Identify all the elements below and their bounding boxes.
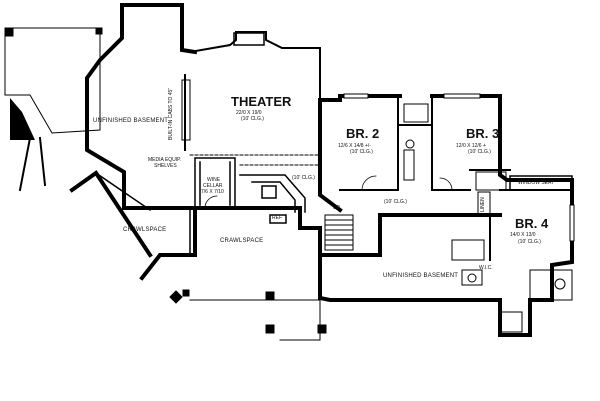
theater-ceiling: (10' CLG.) <box>241 116 264 122</box>
wine-cellar-walls <box>194 157 236 209</box>
bar-ceiling-label: (10' CLG.) <box>292 175 315 181</box>
unfinished-basement-left-label: UNFINISHED BASEMENT <box>93 118 169 124</box>
br3-label: BR. 3 <box>466 126 500 141</box>
theater-size: 22/0 X 19/0 <box>236 110 262 116</box>
br4-label: BR. 4 <box>515 216 549 231</box>
crawlspace-left-label: CRAWLSPACE <box>123 227 167 233</box>
wine-cellar-line1: WINE <box>207 177 221 183</box>
unfinished-basement-right-label: UNFINISHED BASEMENT <box>383 273 459 279</box>
wine-cellar-line2: CELLAR <box>203 183 223 189</box>
stair-box-bottom <box>499 311 523 333</box>
media-equip-line2: SHELVES <box>154 163 177 169</box>
br2-size: 12/6 X 14/8 +/- <box>338 143 371 149</box>
dark-wedge <box>10 98 35 140</box>
br3-size: 12/0 X 12/6 + <box>456 143 486 149</box>
door-swings <box>204 175 453 209</box>
bar-counter <box>239 164 321 224</box>
br2-label: BR. 2 <box>346 126 380 141</box>
lower-patio <box>169 289 327 341</box>
ref-label: REF <box>272 215 282 221</box>
built-in-cabs-label: BUILT-IN CABS TO 45" <box>168 87 174 140</box>
wic-label: W.I.C. <box>479 265 493 271</box>
linen-label: LINEN <box>480 197 486 212</box>
window-seat-label: WINDOW SEAT <box>518 180 555 186</box>
crawlspace-right-label: CRAWLSPACE <box>220 238 264 244</box>
theater-label: THEATER <box>231 94 292 109</box>
br4-ceiling: (10' CLG.) <box>518 239 541 245</box>
bedroom-walls <box>339 95 511 191</box>
stair-up-label: UP <box>333 205 340 211</box>
theater-walls <box>181 31 321 156</box>
window-seat <box>509 175 573 191</box>
windows <box>343 93 575 242</box>
br4-size: 14/0 X 13/0 <box>510 232 536 238</box>
wine-cellar-size: 7/6 X 7/10 <box>201 189 224 195</box>
br2-ceiling: (10' CLG.) <box>350 149 373 155</box>
stair <box>324 214 354 251</box>
garage-outline <box>4 27 103 134</box>
media-equip-line1: MEDIA EQUIP. <box>148 157 182 163</box>
hall-ceiling-label: (10' CLG.) <box>384 199 407 205</box>
br3-ceiling: (10' CLG.) <box>468 149 491 155</box>
